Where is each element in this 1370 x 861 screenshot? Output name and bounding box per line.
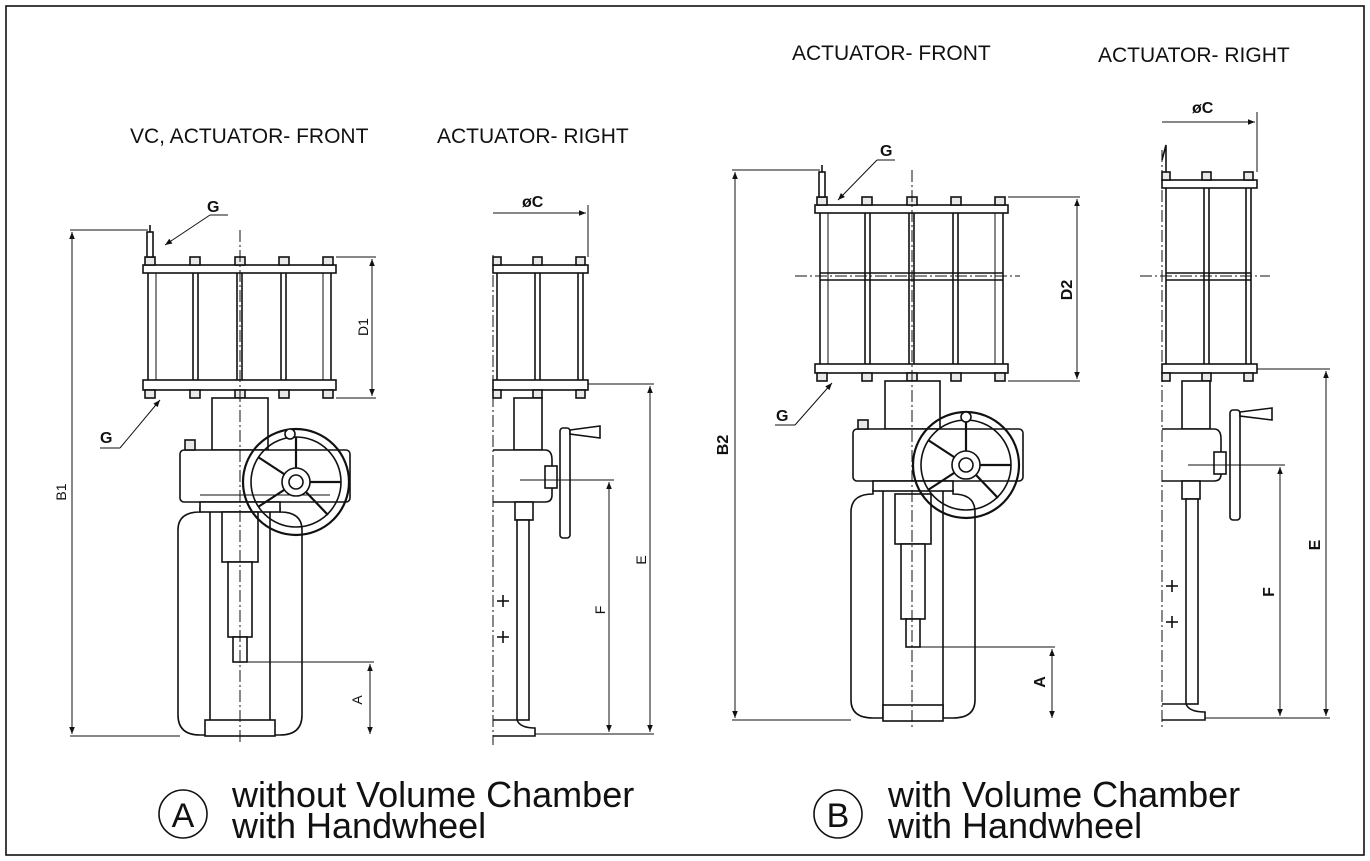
- caption-a-line1: without Volume Chamber: [231, 774, 634, 815]
- a-right-view: ACTUATOR- RIGHT øC: [437, 125, 654, 745]
- caption-a: A without Volume Chamber with Handwheel: [158, 774, 634, 846]
- caption-b-line2: with Handwheel: [887, 805, 1142, 846]
- b-right-title: ACTUATOR- RIGHT: [1098, 44, 1290, 67]
- dim-f-b: F: [1261, 587, 1278, 597]
- dim-g-top-a: G: [207, 199, 219, 216]
- dim-f-a: F: [592, 606, 608, 615]
- a-front-view: VC, ACTUATOR- FRONT: [53, 125, 376, 745]
- drawing-frame: [5, 5, 1365, 856]
- dim-d2: D2: [1059, 280, 1076, 301]
- b-front-view: ACTUATOR- FRONT: [715, 42, 1080, 730]
- dim-a-left: A: [349, 695, 365, 705]
- caption-b-letter: B: [827, 797, 850, 835]
- dim-e-a: E: [633, 555, 649, 564]
- dim-c-a: øC: [522, 194, 544, 211]
- dim-g-bottom-b: G: [776, 408, 788, 425]
- caption-b-line1: with Volume Chamber: [887, 774, 1240, 815]
- caption-a-circle: [158, 789, 208, 839]
- dim-c-b: øC: [1192, 100, 1214, 117]
- dim-d1: D1: [355, 318, 371, 336]
- a-right-title: ACTUATOR- RIGHT: [437, 125, 629, 148]
- a-front-title: VC, ACTUATOR- FRONT: [130, 125, 369, 148]
- b-front-title: ACTUATOR- FRONT: [792, 42, 991, 65]
- b-right-view: ACTUATOR- RIGHT øC: [1098, 44, 1330, 728]
- dim-b1: B1: [53, 483, 69, 500]
- caption-b-circle: [813, 789, 863, 839]
- caption-a-line2: with Handwheel: [231, 805, 486, 846]
- caption-b: B with Volume Chamber with Handwheel: [813, 774, 1240, 846]
- dim-g-bottom-a: G: [100, 430, 112, 447]
- caption-a-letter: A: [172, 797, 195, 835]
- dim-a-b: A: [1032, 676, 1049, 688]
- dim-g-top-b: G: [880, 143, 892, 160]
- dim-e-b: E: [1307, 539, 1324, 550]
- dim-b2: B2: [715, 435, 732, 456]
